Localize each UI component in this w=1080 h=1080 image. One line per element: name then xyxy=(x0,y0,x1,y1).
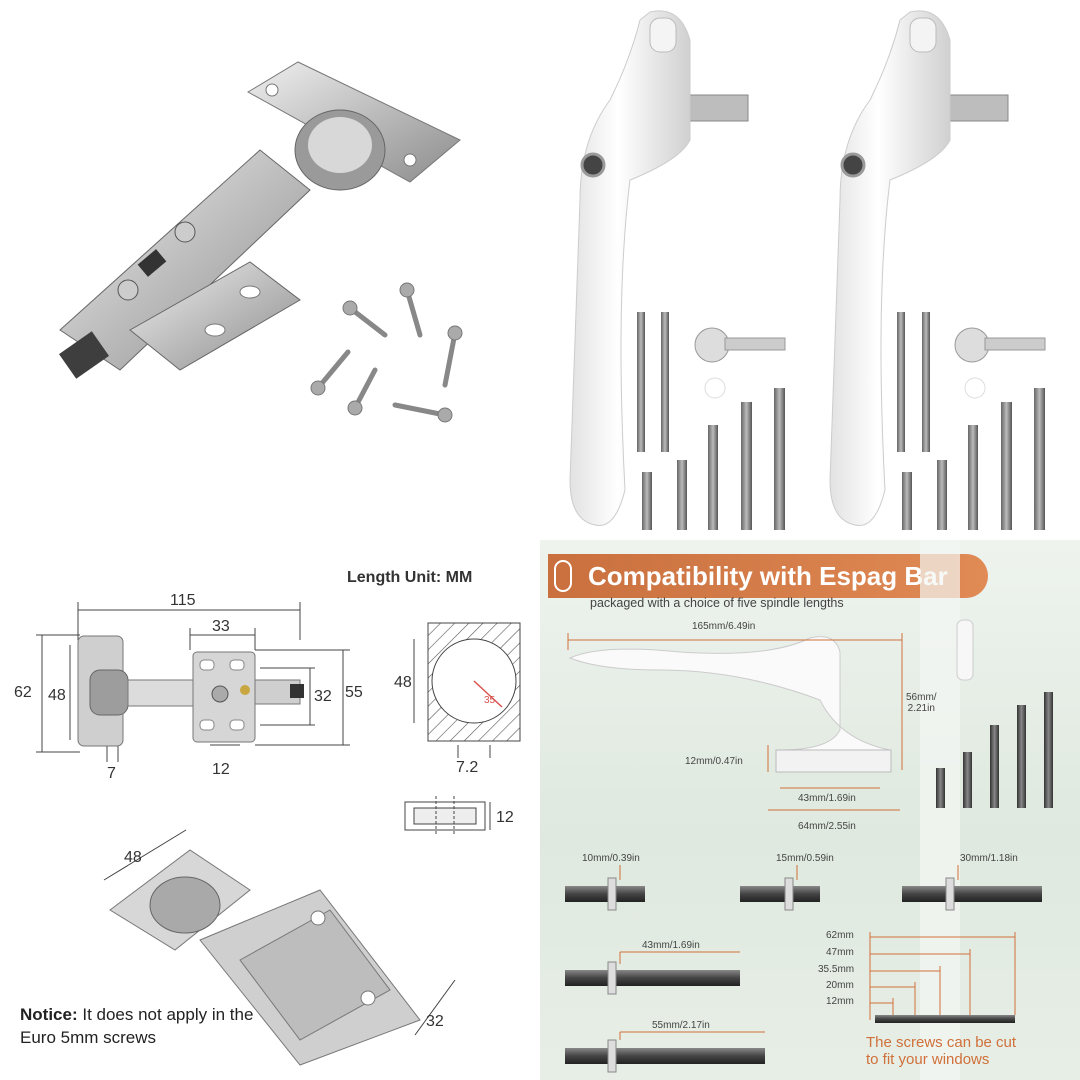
hinge-illustration xyxy=(59,61,463,423)
hinge-top-view xyxy=(77,635,304,747)
key-lock-icon xyxy=(580,152,606,178)
dim-62: 62 xyxy=(14,684,32,701)
hinge-angled-view: 48 32 xyxy=(103,829,456,1066)
window-handle-1 xyxy=(569,10,749,527)
screw-label-20: 20mm xyxy=(826,980,854,991)
dim-photo-32: 32 xyxy=(426,1013,444,1030)
hinge-screw-icon xyxy=(174,221,196,243)
handle-side-view xyxy=(568,636,892,773)
handles-illustration xyxy=(569,10,1046,530)
screw-cut-note-line-1: The screws can be cut xyxy=(866,1034,1017,1051)
dim-photo-48: 48 xyxy=(124,849,142,866)
handles-photo-panel xyxy=(540,0,1080,540)
handle-height-label: 56mm/ 2.21in xyxy=(906,692,937,714)
accessories-set-1 xyxy=(637,312,786,530)
spindle-set xyxy=(936,692,1053,808)
dim-depth-12: 12 xyxy=(496,809,514,826)
dim-48: 48 xyxy=(48,687,66,704)
dim-33: 33 xyxy=(212,618,230,635)
screw-shaft xyxy=(875,1015,1015,1023)
hinge-photo-panel xyxy=(0,0,540,540)
accessories-set-2 xyxy=(897,312,1046,530)
screw-label-35: 35.5mm xyxy=(818,964,855,975)
dim-cup-35: 35 xyxy=(484,695,496,706)
hinge-dimension-panel: Length Unit: MM xyxy=(0,540,540,1080)
window-handle-2 xyxy=(829,10,1009,527)
dim-12: 12 xyxy=(212,761,230,778)
dim-7-2: 7.2 xyxy=(456,759,478,776)
cup-hole-section xyxy=(413,622,521,758)
notice-label: Notice: xyxy=(20,1005,78,1024)
dim-55: 55 xyxy=(345,684,363,701)
compatibility-title-banner: Compatibility with Espag Bar xyxy=(548,554,988,598)
handle-length-label: 165mm/6.49in xyxy=(692,621,756,632)
dim-115: 115 xyxy=(170,592,196,609)
cup-depth-section xyxy=(404,796,491,836)
length-unit-label: Length Unit: MM xyxy=(347,569,473,586)
spindle-label-1: 10mm/0.39in xyxy=(582,853,640,864)
base-height-label: 12mm/0.47in xyxy=(685,756,743,767)
spindle-samples xyxy=(565,865,1042,1073)
dim-7: 7 xyxy=(107,765,116,782)
screw-gauge xyxy=(869,932,1016,1020)
screws-group xyxy=(315,287,458,418)
handle-outline-icon xyxy=(554,560,572,592)
key-icon xyxy=(694,327,730,363)
screw-label-12: 12mm xyxy=(826,996,854,1007)
screw-cut-note: The screws can be cut to fit your window… xyxy=(866,1034,1016,1068)
dim-cup-48: 48 xyxy=(394,674,412,691)
screw-label-47: 47mm xyxy=(826,947,854,958)
base-b-label: 64mm/2.55in xyxy=(798,821,856,832)
compatibility-drawing xyxy=(565,540,1053,1080)
spindle-label-4: 43mm/1.69in xyxy=(642,940,700,951)
base-a-label: 43mm/1.69in xyxy=(798,793,856,804)
spindle-label-5: 55mm/2.17in xyxy=(652,1020,710,1031)
notice-text: Notice: It does not apply in the Euro 5m… xyxy=(20,1003,280,1049)
spindle-label-3: 30mm/1.18in xyxy=(960,853,1018,864)
notice-body: It does not apply in the Euro 5mm screws xyxy=(20,1005,254,1047)
spindle-label-2: 15mm/0.59in xyxy=(776,853,834,864)
hinge-dimension-drawing: 115 33 62 48 32 55 7 12 48 35 7.2 xyxy=(14,592,521,1066)
compatibility-subtitle: packaged with a choice of five spindle l… xyxy=(590,596,844,610)
compatibility-panel: Compatibility with Espag Bar packaged wi… xyxy=(540,540,1080,1080)
screw-label-62: 62mm xyxy=(826,930,854,941)
screw-cut-note-line-2: to fit your windows xyxy=(866,1051,990,1068)
compatibility-title: Compatibility with Espag Bar xyxy=(588,561,948,591)
dim-32: 32 xyxy=(314,688,332,705)
